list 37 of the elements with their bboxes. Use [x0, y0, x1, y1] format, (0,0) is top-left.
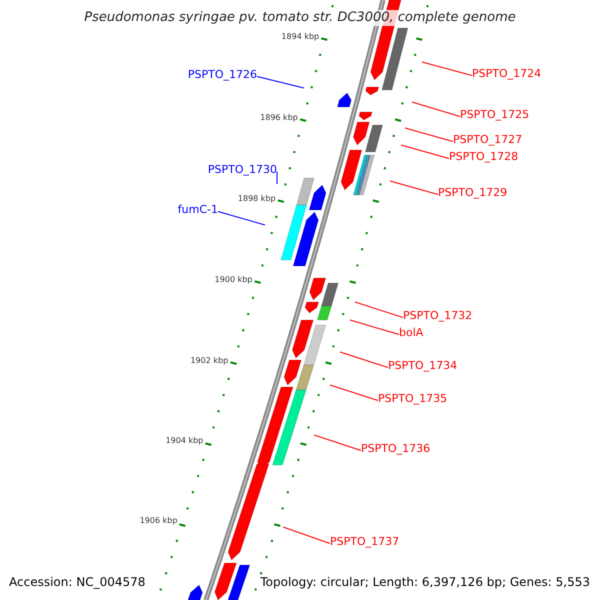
gene-label: PSPTO_1725 — [460, 108, 530, 121]
leader-line — [218, 211, 266, 226]
genome-info: Topology: circular; Length: 6,397,126 bp; Genes: 5,553 — [260, 576, 590, 589]
gene-label: PSPTO_1735 — [378, 392, 448, 405]
leader-line — [354, 302, 404, 318]
scale-label: 1898 kbp — [238, 194, 276, 204]
gene-label: PSPTO_1732 — [403, 309, 472, 322]
scale-label: 1906 kbp — [140, 516, 178, 526]
scale-label: 1900 kbp — [214, 275, 252, 285]
leader-line — [412, 102, 460, 117]
gene-label: PSPTO_1724 — [472, 67, 542, 80]
scale-label: 1896 kbp — [260, 113, 298, 123]
genome-info: Accession: NC_004578 — [9, 576, 146, 589]
gene-label: fumC-1 — [178, 203, 218, 216]
leader-line — [422, 62, 472, 76]
gene-label: PSPTO_1726 — [188, 68, 257, 81]
gene-label: PSPTO_1728 — [449, 150, 518, 163]
leader-line — [314, 434, 362, 451]
leader-line — [390, 180, 438, 195]
gene-label: PSPTO_1736 — [361, 442, 430, 455]
scale-label: 1904 kbp — [166, 436, 204, 446]
leader-line — [282, 526, 330, 544]
gene-label: PSPTO_1734 — [388, 359, 458, 372]
leader-line — [400, 144, 450, 159]
leader-line — [350, 320, 400, 335]
gene-label: PSPTO_1730 — [208, 163, 277, 176]
gene-label: PSPTO_1727 — [453, 133, 522, 146]
gene-label: bolA — [399, 326, 424, 339]
leader-line — [330, 384, 378, 401]
leader-line — [256, 76, 304, 88]
leader-line — [404, 128, 454, 142]
gene-label: PSPTO_1737 — [330, 535, 400, 548]
leader-line — [276, 171, 278, 184]
scale-label: 1894 kbp — [281, 32, 320, 42]
gene-label: PSPTO_1729 — [438, 186, 508, 199]
leader-line — [340, 352, 388, 368]
scale-label: 1902 kbp — [190, 356, 228, 366]
